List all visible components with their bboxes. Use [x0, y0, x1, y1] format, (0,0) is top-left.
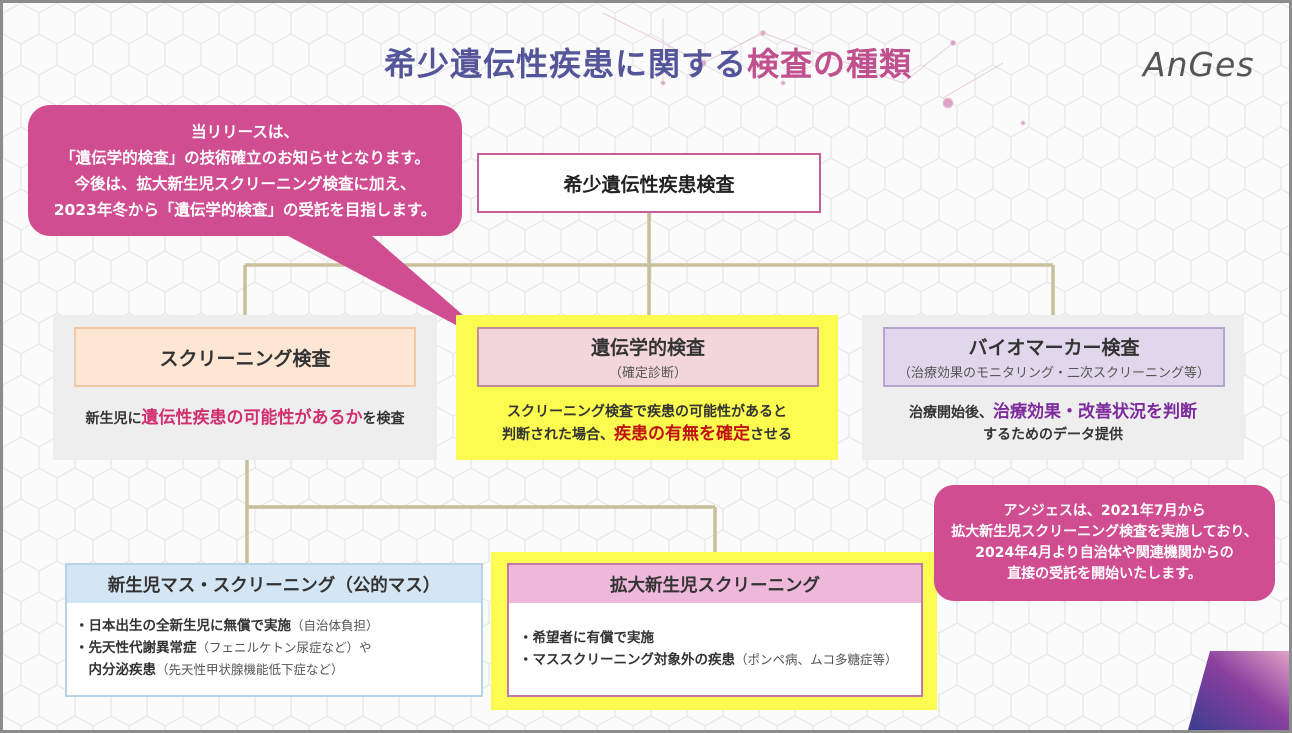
biomarker-test-node: バイオマーカー検査 （治療効果のモニタリング・二次スクリーニング等）	[883, 327, 1225, 387]
extended-screening-header: 拡大新生児スクリーニング	[509, 565, 921, 603]
list-item-bold: 内分泌疾患	[75, 662, 156, 678]
list-item-note: （先天性甲状腺機能低下症など）	[156, 662, 344, 677]
genetic-desc-pre: 判断された場合、	[502, 427, 614, 443]
release-callout-line: 今後は、拡大新生児スクリーニング検査に加え、	[74, 174, 416, 193]
list-item-note: （ポンペ病、ムコ多糖症等）	[735, 652, 898, 667]
extended-screening-label: 拡大新生児スクリーニング	[610, 575, 820, 596]
anges-callout-line: 拡大新生児スクリーニング検査を実施しており、	[951, 524, 1258, 540]
title-part1: 希少遺伝性疾患に関する	[383, 45, 747, 83]
biomarker-test-label: バイオマーカー検査	[968, 337, 1140, 359]
list-item-bold: ・希望者に有償で実施	[519, 630, 654, 646]
list-item: ・マススクリーニング対象外の疾患（ポンペ病、ムコ多糖症等）	[519, 649, 919, 671]
screening-desc-pre: 新生児に	[85, 411, 142, 427]
genetic-desc-emphasis: 疾患の有無を確定	[614, 424, 750, 444]
root-node-rare-disease-test: 希少遺伝性疾患検査	[477, 153, 821, 213]
release-callout: 当リリースは、 「遺伝学的検査」の技術確立のお知らせとなります。 今後は、拡大新…	[28, 105, 462, 236]
genetic-test-sublabel: （確定診断）	[608, 366, 687, 381]
mass-screening-header: 新生児マス・スクリーニング（公的マス）	[67, 565, 481, 603]
biomarker-desc-pre: 治療開始後、	[909, 405, 993, 421]
list-item-bold: ・マススクリーニング対象外の疾患	[519, 652, 735, 668]
biomarker-description: 治療開始後、治療効果・改善状況を判断 するためのデータ提供	[867, 401, 1239, 446]
list-item: 内分泌疾患（先天性甲状腺機能低下症など）	[75, 659, 475, 681]
screening-desc-post: を検査	[362, 411, 405, 427]
genetic-description: スクリーニング検査で疾患の可能性があると 判断された場合、疾患の有無を確定させる	[461, 401, 833, 446]
genetic-test-label: 遺伝学的検査	[590, 337, 705, 359]
screening-test-label: スクリーニング検査	[159, 347, 331, 370]
corner-decoration	[1188, 651, 1289, 730]
screening-description: 新生児に遺伝性疾患の可能性があるかを検査	[58, 407, 432, 430]
mass-screening-list: ・日本出生の全新生児に無償で実施（自治体負担） ・先天性代謝異常症（フェニルケト…	[75, 615, 475, 681]
mass-screening-label: 新生児マス・スクリーニング（公的マス）	[107, 575, 441, 596]
release-callout-line: 当リリースは、	[191, 122, 299, 141]
root-node-label: 希少遺伝性疾患検査	[563, 173, 735, 196]
anges-callout-line: 2024年4月より自治体や関連機関からの	[975, 545, 1234, 561]
genetic-test-node: 遺伝学的検査 （確定診断）	[477, 327, 819, 387]
list-item-note: （フェニルケトン尿症など）や	[196, 640, 372, 655]
anges-callout-line: アンジェスは、2021年7月から	[1003, 503, 1206, 519]
list-item: ・日本出生の全新生児に無償で実施（自治体負担）	[75, 615, 475, 637]
genetic-desc-post: させる	[750, 427, 792, 443]
extended-screening-list: ・希望者に有償で実施 ・マススクリーニング対象外の疾患（ポンペ病、ムコ多糖症等）	[519, 627, 919, 671]
release-callout-line: 2023年冬から「遺伝学的検査」の受託を目指します。	[53, 200, 437, 219]
biomarker-desc-emphasis: 治療効果・改善状況を判断	[993, 402, 1197, 422]
title-part2: 検査の種類	[747, 45, 913, 83]
anges-callout: アンジェスは、2021年7月から 拡大新生児スクリーニング検査を実施しており、 …	[934, 485, 1275, 601]
anges-logo: AnGes	[1141, 35, 1261, 97]
list-item-note: （自治体負担）	[291, 618, 379, 633]
biomarker-test-sublabel: （治療効果のモニタリング・二次スクリーニング等）	[897, 366, 1210, 381]
screening-desc-emphasis: 遺伝性疾患の可能性があるか	[141, 408, 363, 428]
biomarker-desc-line2: するためのデータ提供	[983, 427, 1123, 443]
release-callout-line: 「遺伝学的検査」の技術確立のお知らせとなります。	[60, 148, 430, 167]
list-item-bold: ・日本出生の全新生児に無償で実施	[75, 618, 291, 634]
page-title: 希少遺伝性疾患に関する検査の種類	[253, 39, 1043, 85]
list-item: ・先天性代謝異常症（フェニルケトン尿症など）や	[75, 637, 475, 659]
screening-test-node: スクリーニング検査	[74, 327, 416, 387]
genetic-desc-line1: スクリーニング検査で疾患の可能性があると	[507, 404, 787, 420]
list-item-bold: ・先天性代謝異常症	[75, 640, 197, 656]
list-item: ・希望者に有償で実施	[519, 627, 919, 649]
anges-callout-line: 直接の受託を開始いたします。	[1007, 566, 1202, 582]
logo-text: AnGes	[1143, 45, 1255, 84]
